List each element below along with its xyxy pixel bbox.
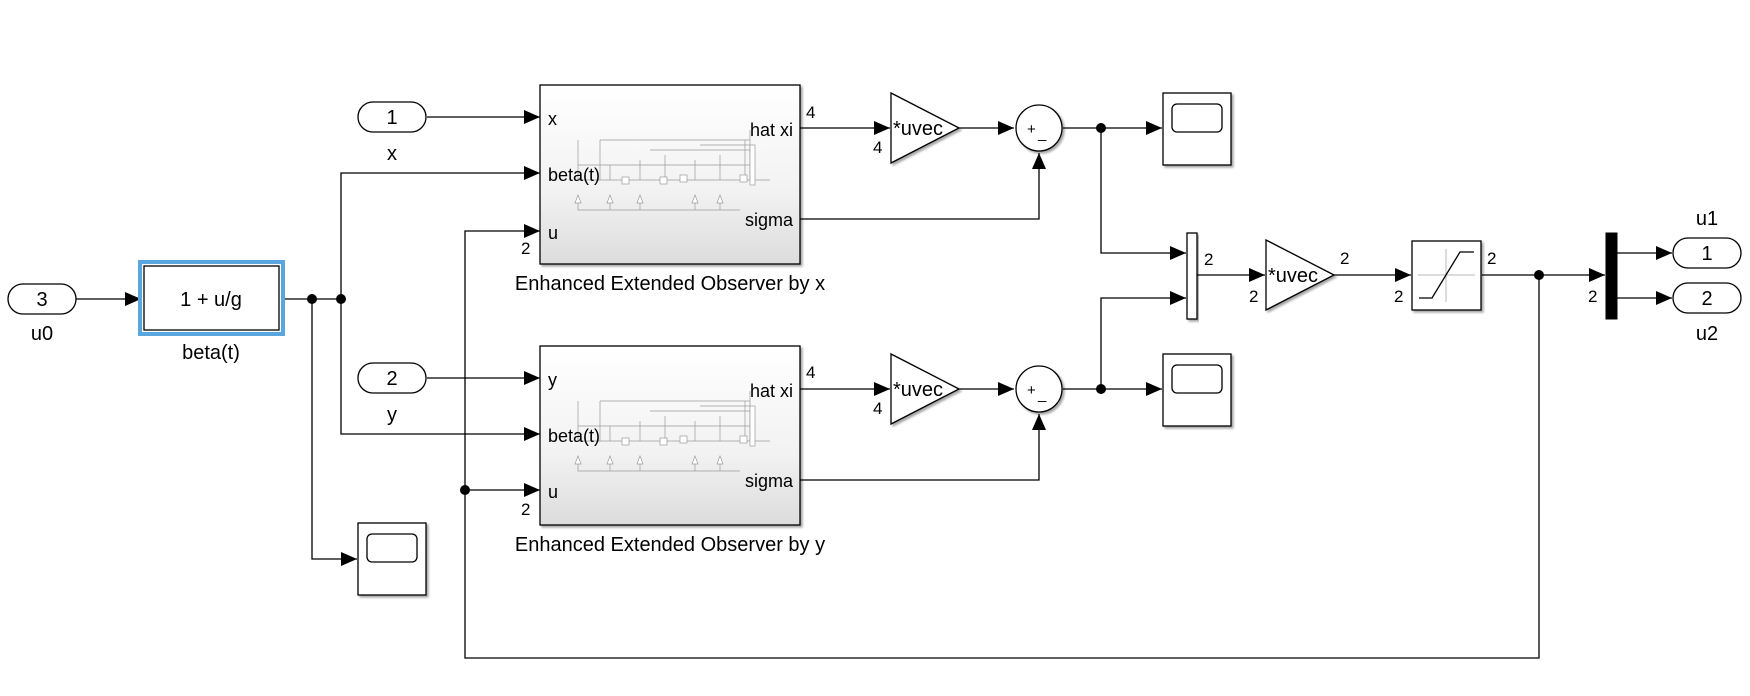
sum-plus-sign: +	[1027, 121, 1036, 138]
port-label-beta: beta(t)	[548, 426, 600, 446]
observer-x-preview	[574, 130, 770, 211]
gain-top-block[interactable]: *uvec	[890, 91, 961, 165]
port-label-x: x	[548, 109, 557, 129]
outport-number: 1	[1701, 243, 1712, 265]
inport-x[interactable]: 1 x	[357, 101, 427, 165]
outport-label: u2	[1696, 323, 1718, 345]
branch-dot	[1096, 384, 1106, 394]
width-u-y: 2	[521, 500, 530, 519]
observer-y-preview	[574, 391, 770, 472]
port-label-y: y	[548, 370, 557, 390]
scope-beta-block[interactable]	[357, 522, 427, 596]
observer-x-subsystem[interactable]: x beta(t) u hat xi sigma Enhanced Extend…	[515, 84, 825, 295]
branch-dot	[1534, 270, 1544, 280]
width-hatxi-y: 4	[806, 363, 815, 382]
width-sat-out: 2	[1487, 249, 1496, 268]
line-sigma-x[interactable]	[800, 153, 1046, 220]
scope-icon	[1171, 103, 1223, 133]
inport-number: 3	[36, 289, 47, 311]
inport-label: y	[387, 404, 397, 426]
width-sat-in: 2	[1394, 287, 1403, 306]
line-sigma-y[interactable]	[800, 414, 1046, 481]
saturation-icon	[1419, 251, 1474, 299]
branch-dot	[336, 294, 346, 304]
port-label-sigma: sigma	[745, 471, 794, 491]
width-gain-mid-in: 2	[1249, 287, 1258, 306]
port-label-u: u	[548, 482, 558, 502]
line-beta-to-scope[interactable]	[311, 299, 357, 566]
fcn-block[interactable]: 1 + u/g beta(t)	[138, 260, 285, 364]
width-u-x: 2	[521, 239, 530, 258]
gain-top-text: *uvec	[893, 118, 943, 140]
width-gain-bottom-in: 4	[873, 399, 882, 418]
inport-number: 1	[386, 107, 397, 129]
line-u-feedback[interactable]	[464, 224, 1540, 659]
gain-mid-block[interactable]: *uvec	[1265, 238, 1336, 312]
outport-number: 2	[1701, 288, 1712, 310]
outport-u2[interactable]: 2 u2	[1672, 282, 1742, 345]
inport-u0[interactable]: 3 u0	[7, 283, 77, 345]
sum-top-block[interactable]: + _	[1015, 104, 1063, 152]
gain-bottom-block[interactable]: *uvec	[890, 352, 961, 426]
sum-plus-sign: +	[1027, 382, 1036, 399]
branch-points	[307, 123, 1544, 495]
outport-u1[interactable]: 1 u1	[1672, 208, 1742, 269]
scope-icon	[366, 533, 418, 563]
inport-y[interactable]: 2 y	[357, 362, 427, 426]
branch-dot	[460, 485, 470, 495]
width-gain-top-in: 4	[873, 138, 882, 157]
scope-icon	[1171, 364, 1223, 394]
signal-lines	[76, 110, 1672, 659]
width-hatxi-x: 4	[806, 103, 815, 122]
port-label-beta: beta(t)	[548, 165, 600, 185]
inport-label: u0	[31, 323, 53, 345]
observer-x-label: Enhanced Extended Observer by x	[515, 273, 825, 295]
fcn-label: beta(t)	[182, 342, 240, 364]
inport-number: 2	[386, 368, 397, 390]
observer-y-subsystem[interactable]: y beta(t) u hat xi sigma Enhanced Extend…	[515, 345, 825, 556]
outport-label: u1	[1696, 208, 1718, 230]
line-beta-to-obsx[interactable]	[340, 166, 540, 299]
sum-minus-sign: _	[1037, 125, 1047, 142]
branch-dot	[307, 294, 317, 304]
port-label-sigma: sigma	[745, 210, 794, 230]
scope-top-block[interactable]	[1162, 92, 1232, 166]
port-label-hatxi: hat xi	[750, 120, 793, 140]
line-to-mux-1[interactable]	[1100, 128, 1186, 260]
width-gain-mid-out: 2	[1340, 249, 1349, 268]
branch-dot	[1096, 123, 1106, 133]
width-mux-out: 2	[1204, 250, 1213, 269]
port-label-hatxi: hat xi	[750, 381, 793, 401]
width-demux-in: 2	[1588, 287, 1597, 306]
fcn-expression: 1 + u/g	[180, 289, 242, 311]
inport-label: x	[387, 143, 397, 165]
saturation-block[interactable]	[1411, 240, 1482, 311]
mux-block[interactable]	[1186, 232, 1198, 320]
port-label-u: u	[548, 223, 558, 243]
observer-y-label: Enhanced Extended Observer by y	[515, 534, 825, 556]
sum-bottom-block[interactable]: + _	[1015, 365, 1063, 413]
line-beta-to-obsy[interactable]	[340, 299, 540, 441]
gain-bottom-text: *uvec	[893, 379, 943, 401]
line-to-mux-2[interactable]	[1100, 291, 1186, 389]
scope-bottom-block[interactable]	[1162, 353, 1232, 427]
sum-minus-sign: _	[1037, 386, 1047, 403]
gain-mid-text: *uvec	[1268, 265, 1318, 287]
demux-block[interactable]	[1605, 232, 1618, 320]
